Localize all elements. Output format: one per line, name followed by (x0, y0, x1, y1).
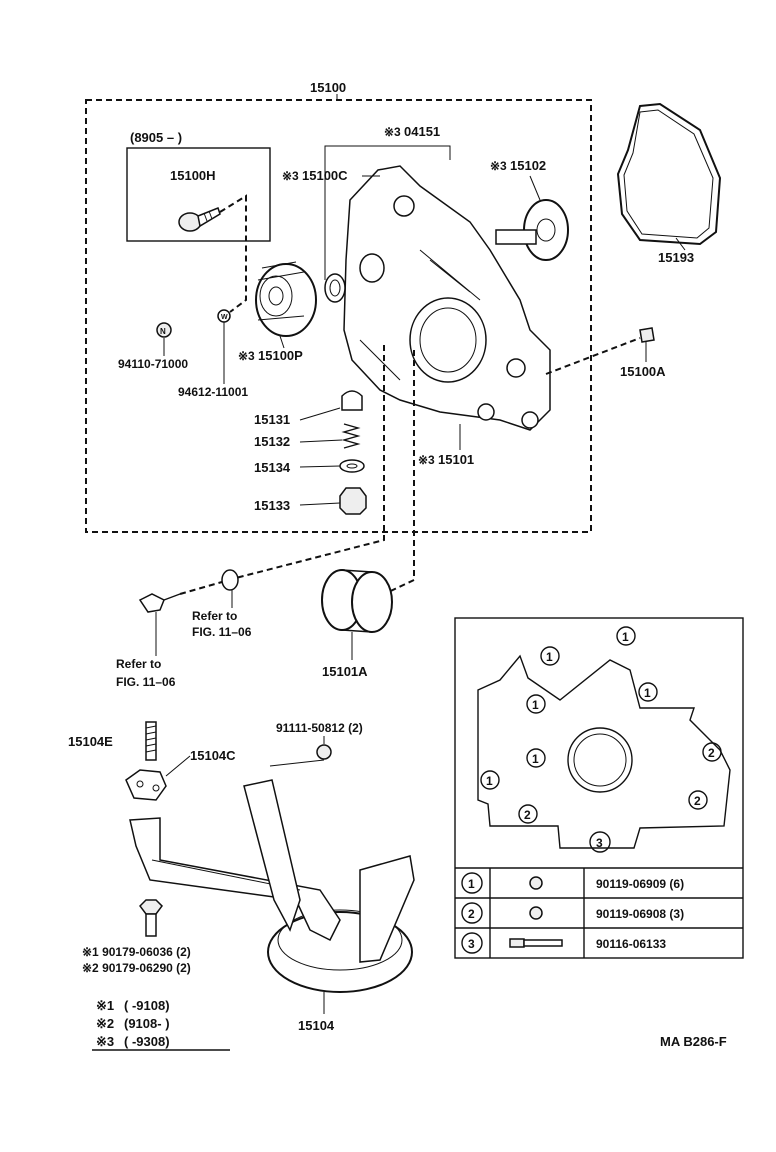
bolt-head-icon (529, 906, 543, 920)
svg-text:1: 1 (546, 650, 553, 664)
footer-code: MA B286-F (660, 1034, 727, 1049)
washer-icon: W (217, 309, 231, 323)
cover-note: ※3 (282, 169, 299, 183)
fig-b[interactable]: FIG. 11–06 (116, 675, 176, 689)
rotor (495, 199, 569, 261)
table-part-1[interactable]: 90119-06909 (6) (596, 877, 684, 891)
svg-text:1: 1 (644, 686, 651, 700)
rotor-note: ※3 (490, 159, 507, 173)
o-ring-note: ※3 (384, 125, 401, 139)
gear-label[interactable]: 15100P (258, 348, 303, 363)
washer-ref-icon (221, 569, 239, 591)
table-num-3: 3 (468, 937, 475, 951)
o-ring-04151 (324, 273, 346, 303)
nut-icon: N (156, 322, 172, 338)
relief-spring-icon (341, 423, 361, 449)
note-mark-1: ※1 (96, 998, 114, 1013)
svg-text:2: 2 (708, 746, 715, 760)
note-text-1: ( -9108) (124, 998, 170, 1013)
strainer-gasket-icon (125, 769, 167, 801)
gasket-outline (616, 102, 722, 246)
svg-text:W: W (221, 314, 228, 321)
stud-icon (145, 721, 157, 761)
washer-label[interactable]: 94612-11001 (178, 385, 248, 399)
svg-text:1: 1 (532, 752, 539, 766)
gasket-label[interactable]: 15193 (658, 250, 694, 265)
refer-a: Refer to (192, 609, 237, 623)
sensor-icon (138, 593, 181, 613)
strainer-label[interactable]: 15104 (298, 1018, 335, 1033)
svg-text:1: 1 (532, 698, 539, 712)
note-mark-3: ※3 (96, 1034, 114, 1049)
plug-label[interactable]: 15100A (620, 364, 666, 379)
o-ring-label[interactable]: 04151 (404, 124, 440, 139)
seal-label[interactable]: 15101A (322, 664, 368, 679)
strainer-bolt1-label[interactable]: ※1 90179-06036 (2) (82, 945, 191, 959)
inset-date-label: (8905 – ) (130, 130, 182, 145)
table-part-2[interactable]: 90119-06908 (3) (596, 907, 684, 921)
body-label[interactable]: 15101 (438, 452, 474, 467)
svg-text:3: 3 (596, 836, 603, 850)
rotor-label[interactable]: 15102 (510, 158, 546, 173)
stud-label[interactable]: 15104E (68, 734, 113, 749)
drive-gear (255, 261, 317, 337)
bolt-location-box (454, 617, 744, 959)
body-note: ※3 (418, 453, 435, 467)
nut-icon (316, 744, 332, 760)
relief-valve-cap-icon (341, 390, 363, 411)
note-text-3: ( -9308) (124, 1034, 170, 1049)
assembly-boundary (85, 99, 592, 533)
cover-label[interactable]: 15100C (302, 168, 348, 183)
plug-icon (639, 327, 655, 343)
bolt-callouts: 1 1 1 1 1 1 2 2 2 3 (480, 626, 722, 853)
long-bolt-icon (509, 938, 563, 948)
svg-text:1: 1 (486, 774, 493, 788)
bolt-icon (139, 899, 163, 937)
relief-washer-icon (339, 459, 365, 473)
svg-text:2: 2 (694, 794, 701, 808)
bolt-inset-label[interactable]: 15100H (170, 168, 216, 183)
note-mark-2: ※2 (96, 1016, 114, 1031)
footnotes: ※1 ( -9108) ※2 (9108- ) ※3 ( -9308) (92, 998, 230, 1051)
strainer-bolt2-label[interactable]: ※2 90179-06290 (2) (82, 961, 191, 975)
gear-note: ※3 (238, 349, 255, 363)
bolt-head-icon (529, 876, 543, 890)
nut-label[interactable]: 94110-71000 (118, 357, 188, 371)
svg-text:N: N (160, 327, 166, 336)
oil-strainer (129, 759, 415, 993)
relief-cap-label[interactable]: 15131 (254, 412, 290, 427)
oil-pump-body (343, 165, 551, 431)
relief-washer-label[interactable]: 15134 (254, 460, 291, 475)
relief-spring-label[interactable]: 15132 (254, 434, 290, 449)
bolt-icon (178, 207, 221, 232)
assembly-label[interactable]: 15100 (310, 80, 346, 95)
bolt-table: 1 90119-06909 (6) 2 90119-06908 (3) 3 90… (455, 867, 743, 958)
svg-text:1: 1 (622, 630, 629, 644)
table-num-2: 2 (468, 907, 475, 921)
bolt-inset-box (126, 147, 271, 242)
strainer-nut-label[interactable]: 91111-50812 (2) (276, 721, 363, 735)
strainer-gasket-label[interactable]: 15104C (190, 748, 236, 763)
pump-outline-diagram (477, 654, 731, 849)
table-part-3[interactable]: 90116-06133 (596, 937, 666, 951)
note-text-2: (9108- ) (124, 1016, 170, 1031)
fig-a[interactable]: FIG. 11–06 (192, 625, 252, 639)
refer-b: Refer to (116, 657, 161, 671)
oil-seal (321, 569, 393, 633)
svg-text:2: 2 (524, 808, 531, 822)
table-num-1: 1 (468, 877, 475, 891)
relief-plug-icon (339, 487, 367, 515)
relief-plug-label[interactable]: 15133 (254, 498, 290, 513)
